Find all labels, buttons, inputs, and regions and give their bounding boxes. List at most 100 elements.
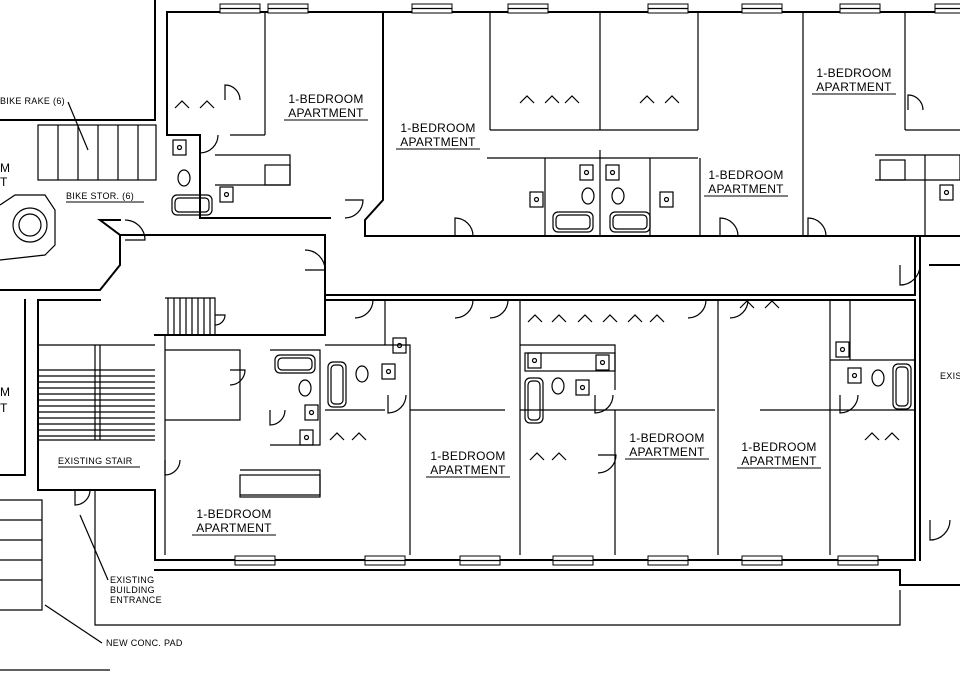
closet-door-16: [351, 432, 367, 441]
bathtub-5: [892, 363, 912, 410]
apt-c-label-line2: APARTMENT: [708, 182, 784, 196]
apartment-labels: 1-BEDROOMAPARTMENT1-BEDROOMAPARTMENT1-BE…: [192, 66, 896, 536]
entrance-label-line2: BUILDING: [110, 585, 155, 595]
bike-storage-racks: [0, 124, 157, 261]
bike-storage-label: BIKE STOR. (6): [66, 191, 134, 201]
annotation-labels: BIKE RAKE (6) BIKE STOR. (6) EXISTING ST…: [0, 96, 960, 648]
apt-h-label-line1: 1-BEDROOM: [196, 507, 271, 521]
windows: [219, 3, 960, 566]
sink-13: [299, 429, 314, 446]
door-swing-14: [594, 394, 614, 414]
counter-1: [879, 159, 906, 181]
toilet-1: [581, 187, 595, 205]
sink-7: [381, 363, 396, 380]
closet-door-7: [527, 314, 543, 323]
closet-door-5: [639, 95, 655, 104]
door-swing-2: [454, 217, 474, 237]
bathtub-1: [552, 211, 594, 233]
closet-door-2: [519, 95, 535, 104]
sink-drain-15: [943, 189, 950, 196]
bathtub-inner-0: [174, 197, 210, 213]
counter-0: [264, 164, 291, 186]
bathtub-inner-4: [527, 380, 541, 421]
sink-10: [575, 379, 590, 396]
apt-h-label-line2: APARTMENT: [196, 521, 272, 535]
stair-treads: [38, 298, 211, 440]
door-swing-4: [807, 217, 827, 237]
door-swing-9: [454, 299, 474, 319]
door-swing-22: [214, 314, 226, 326]
closet-door-10: [602, 314, 618, 323]
bike-rake-leader: [67, 101, 89, 151]
apt-e-label-line2: APARTMENT: [430, 463, 506, 477]
closet-door-17: [529, 452, 545, 461]
bathtub-2: [609, 211, 651, 233]
cut-label-left-3: M: [0, 385, 10, 399]
sink-drain-6: [396, 342, 403, 349]
sink-9: [595, 354, 610, 371]
apt-g-label-line2: APARTMENT: [741, 454, 817, 468]
cut-label-right: EXIS: [940, 371, 960, 381]
door-swing-7: [899, 264, 921, 286]
door-swing-8: [354, 299, 374, 319]
apt-a-label-line2: APARTMENT: [288, 106, 364, 120]
counter-3: [239, 474, 321, 498]
bathtub-6: [274, 354, 316, 374]
closet-door-0: [174, 100, 190, 109]
toilet-2: [611, 187, 625, 205]
sink-12: [847, 367, 862, 384]
door-swing-11: [687, 299, 707, 319]
sink-drain-13: [303, 434, 310, 441]
toilet-6: [298, 379, 312, 397]
cut-label-left-2: T: [0, 175, 8, 189]
closet-door-20: [884, 432, 900, 441]
apt-a-label-line1: 1-BEDROOM: [288, 92, 363, 106]
closet-door-19: [864, 432, 880, 441]
apt-f-label-line1: 1-BEDROOM: [629, 431, 704, 445]
closet-door-11: [627, 314, 643, 323]
door-swing-13: [387, 394, 407, 414]
sink-drain-9: [599, 359, 606, 366]
sink-drain-10: [579, 384, 586, 391]
sink-drain-0: [176, 144, 183, 151]
sink-drain-5: [663, 196, 670, 203]
new-pad-leader: [44, 604, 103, 644]
sink-14: [304, 404, 319, 421]
sink-drain-3: [583, 169, 590, 176]
door-swing-6: [304, 249, 326, 271]
bathtub-4: [524, 377, 544, 424]
apt-g-label-line1: 1-BEDROOM: [741, 440, 816, 454]
door-swing-0: [199, 134, 219, 154]
apt-c-label-line1: 1-BEDROOM: [708, 168, 783, 182]
closet-door-6: [664, 95, 680, 104]
closet-door-1: [199, 100, 215, 109]
closet-door-15: [329, 432, 345, 441]
cut-label-left-4: T: [0, 401, 8, 415]
exterior-walls: [0, 0, 960, 671]
bathtub-inner-5: [895, 366, 909, 407]
toilet-5: [871, 369, 885, 387]
closet-door-14: [764, 300, 780, 309]
sink-drain-7: [385, 368, 392, 375]
door-swing-3: [719, 217, 739, 237]
door-swing-21: [929, 519, 951, 541]
sink-drain-4: [609, 169, 616, 176]
door-swing-17: [164, 459, 181, 476]
sink-0: [172, 139, 187, 156]
bathtub-0: [171, 194, 213, 216]
closet-door-8: [551, 314, 567, 323]
closet-door-9: [577, 314, 593, 323]
bathtub-3: [327, 361, 347, 408]
sink-5: [659, 191, 674, 208]
apt-f-label-line2: APARTMENT: [629, 445, 705, 459]
entrance-label-line1: EXISTING: [110, 575, 154, 585]
fixtures: [171, 139, 954, 498]
sink-8: [527, 352, 542, 369]
sink-15: [939, 184, 954, 201]
closet-door-3: [544, 95, 560, 104]
bathtub-inner-3: [330, 364, 344, 405]
bike-rake-label: BIKE RAKE (6): [0, 96, 65, 106]
apt-d-label-line2: APARTMENT: [816, 80, 892, 94]
door-swing-5: [124, 219, 146, 241]
